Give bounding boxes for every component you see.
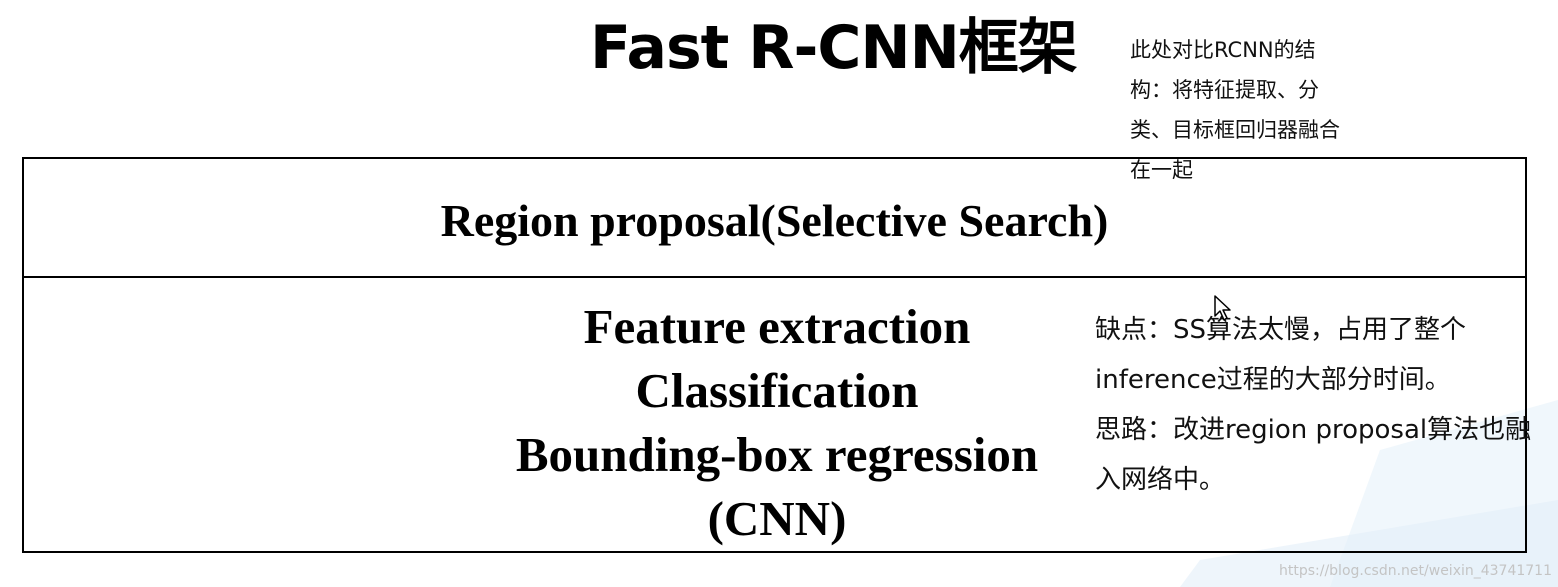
slide-title: Fast R-CNN框架 (590, 13, 1078, 83)
feature-extraction-label: Feature extraction (583, 299, 971, 354)
cnn-label: (CNN) (707, 491, 847, 546)
drawback-note: 缺点：SS算法太慢，占用了整个inference过程的大部分时间。 思路：改进r… (1095, 305, 1545, 505)
box-divider (24, 276, 1525, 278)
idea-text: 思路：改进region proposal算法也融入网络中。 (1095, 415, 1532, 495)
drawback-text: 缺点：SS算法太慢，占用了整个inference过程的大部分时间。 (1095, 315, 1467, 395)
bbox-regression-label: Bounding-box regression (515, 427, 1039, 482)
comparison-note: 此处对比RCNN的结构：将特征提取、分类、目标框回归器融合在一起 (1130, 38, 1340, 182)
watermark: https://blog.csdn.net/weixin_43741711 (1278, 563, 1552, 579)
region-proposal-label: Region proposal(Selective Search) (440, 195, 1109, 246)
pipeline-diagram: Region proposal(Selective Search) Featur… (22, 157, 1527, 553)
cnn-stage-label: Feature extraction Classification Boundi… (487, 295, 1067, 551)
mouse-cursor-icon (1214, 295, 1231, 321)
classification-label: Classification (635, 363, 919, 418)
